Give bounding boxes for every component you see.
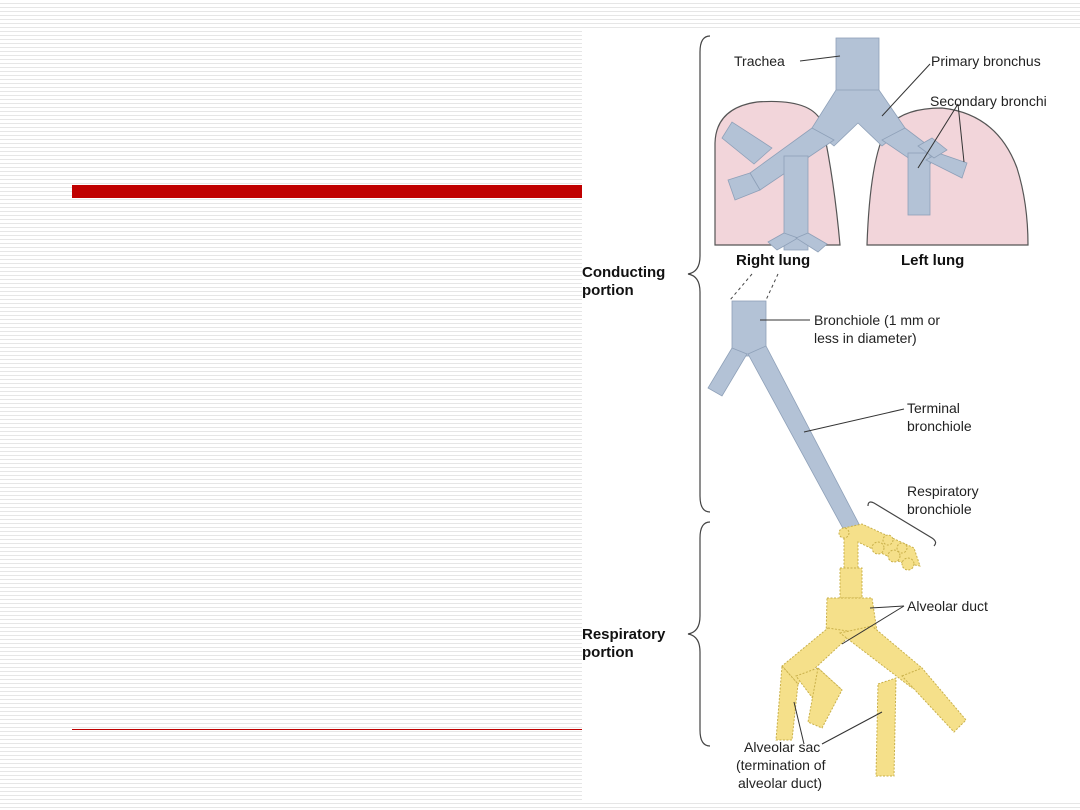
label-respiratory-2: portion [582,644,634,661]
label-conducting-1: Conducting [582,264,665,281]
label-alveolar-duct: Alveolar duct [907,598,988,614]
label-terminal-1: Terminal [907,400,960,416]
label-alveolar-sac-2: (termination of [736,757,826,773]
bronchial-tree [721,37,968,253]
label-alveolar-sac-1: Alveolar sac [744,739,820,755]
label-alveolar-sac-3: alveolar duct) [738,775,822,791]
label-conducting-2: portion [582,282,634,299]
label-right-lung: Right lung [736,252,810,269]
label-terminal-2: bronchiole [907,418,972,434]
leader-lines [760,55,965,745]
label-left-lung: Left lung [901,252,964,269]
label-secondary-bronchi: Secondary bronchi [930,93,1047,109]
alveolar-structures [775,523,967,777]
label-respiratory-bronchiole-2: bronchiole [907,501,972,517]
conducting-portion-brace [687,35,711,513]
label-bronchiole-1: Bronchiole (1 mm or [814,312,940,328]
label-respiratory-bronchiole-1: Respiratory [907,483,979,499]
label-primary-bronchus: Primary bronchus [931,53,1041,69]
label-bronchiole-2: less in diameter) [814,330,917,346]
respiratory-portion-brace [687,521,711,747]
label-respiratory-1: Respiratory [582,626,666,643]
label-trachea: Trachea [734,53,785,69]
bronchiole-branch [707,300,861,535]
respiratory-bronchiole-brace [867,501,937,547]
airway-diagram: Trachea Primary bronchus Secondary bronc… [582,28,1080,800]
slide-title-bar [72,185,584,198]
slide-bottom-rule [72,729,584,730]
